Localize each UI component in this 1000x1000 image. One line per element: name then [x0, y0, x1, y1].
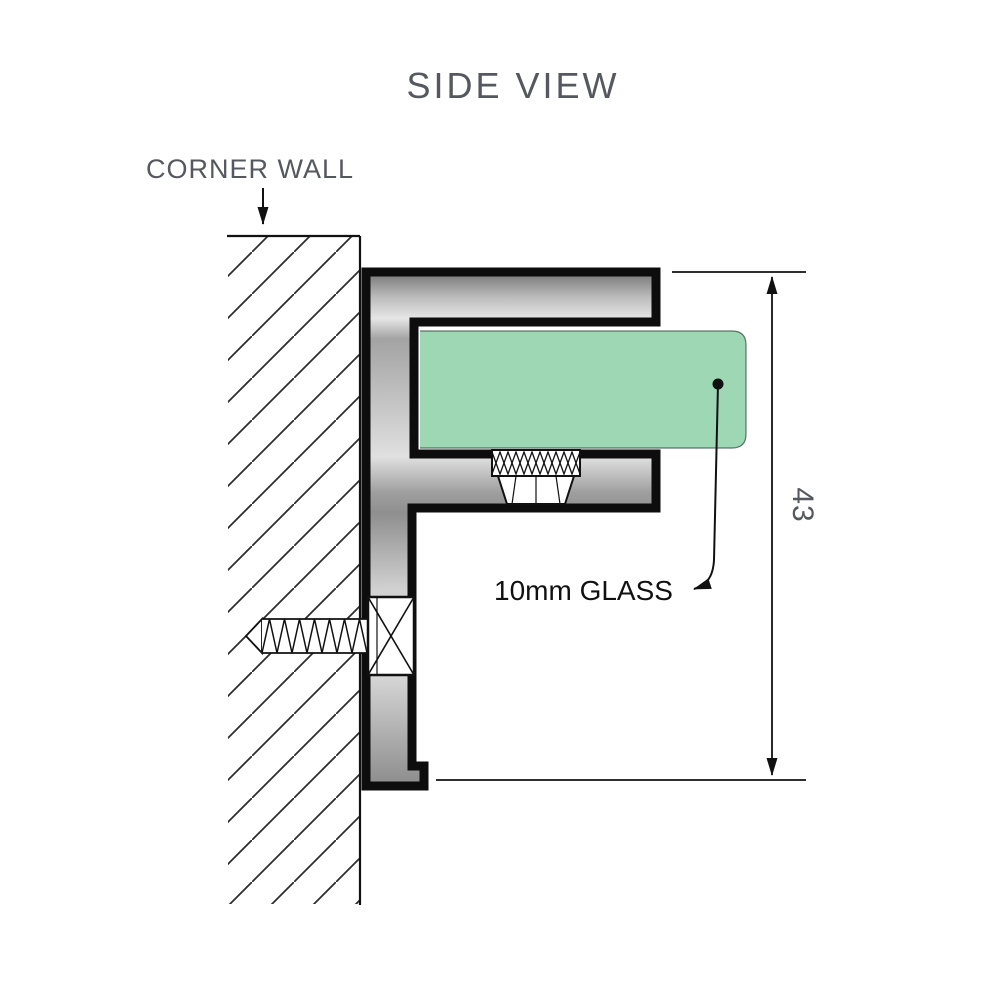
glass-callout: 10mm GLASS [494, 378, 724, 606]
glass-label: 10mm GLASS [494, 575, 673, 606]
page-title: SIDE VIEW [406, 65, 619, 106]
screw-threads [261, 618, 368, 654]
glass-leader-line [693, 383, 719, 590]
screw-head-cross-2 [367, 596, 415, 676]
glass-panel [420, 331, 746, 448]
dimension-value: 43 [786, 487, 819, 522]
dimension-43: 43 [436, 271, 819, 781]
grub-screw-thread-cross [491, 450, 581, 476]
grub-screw [491, 449, 581, 505]
grub-screw-cup-lines [511, 475, 561, 505]
mounting-screw [244, 595, 416, 677]
clamp-bracket-profile [361, 267, 661, 791]
corner-wall [227, 234, 362, 905]
glass-panel-edge [420, 330, 747, 449]
wall-hatching [228, 236, 360, 904]
corner-wall-label: CORNER WALL [146, 154, 354, 184]
